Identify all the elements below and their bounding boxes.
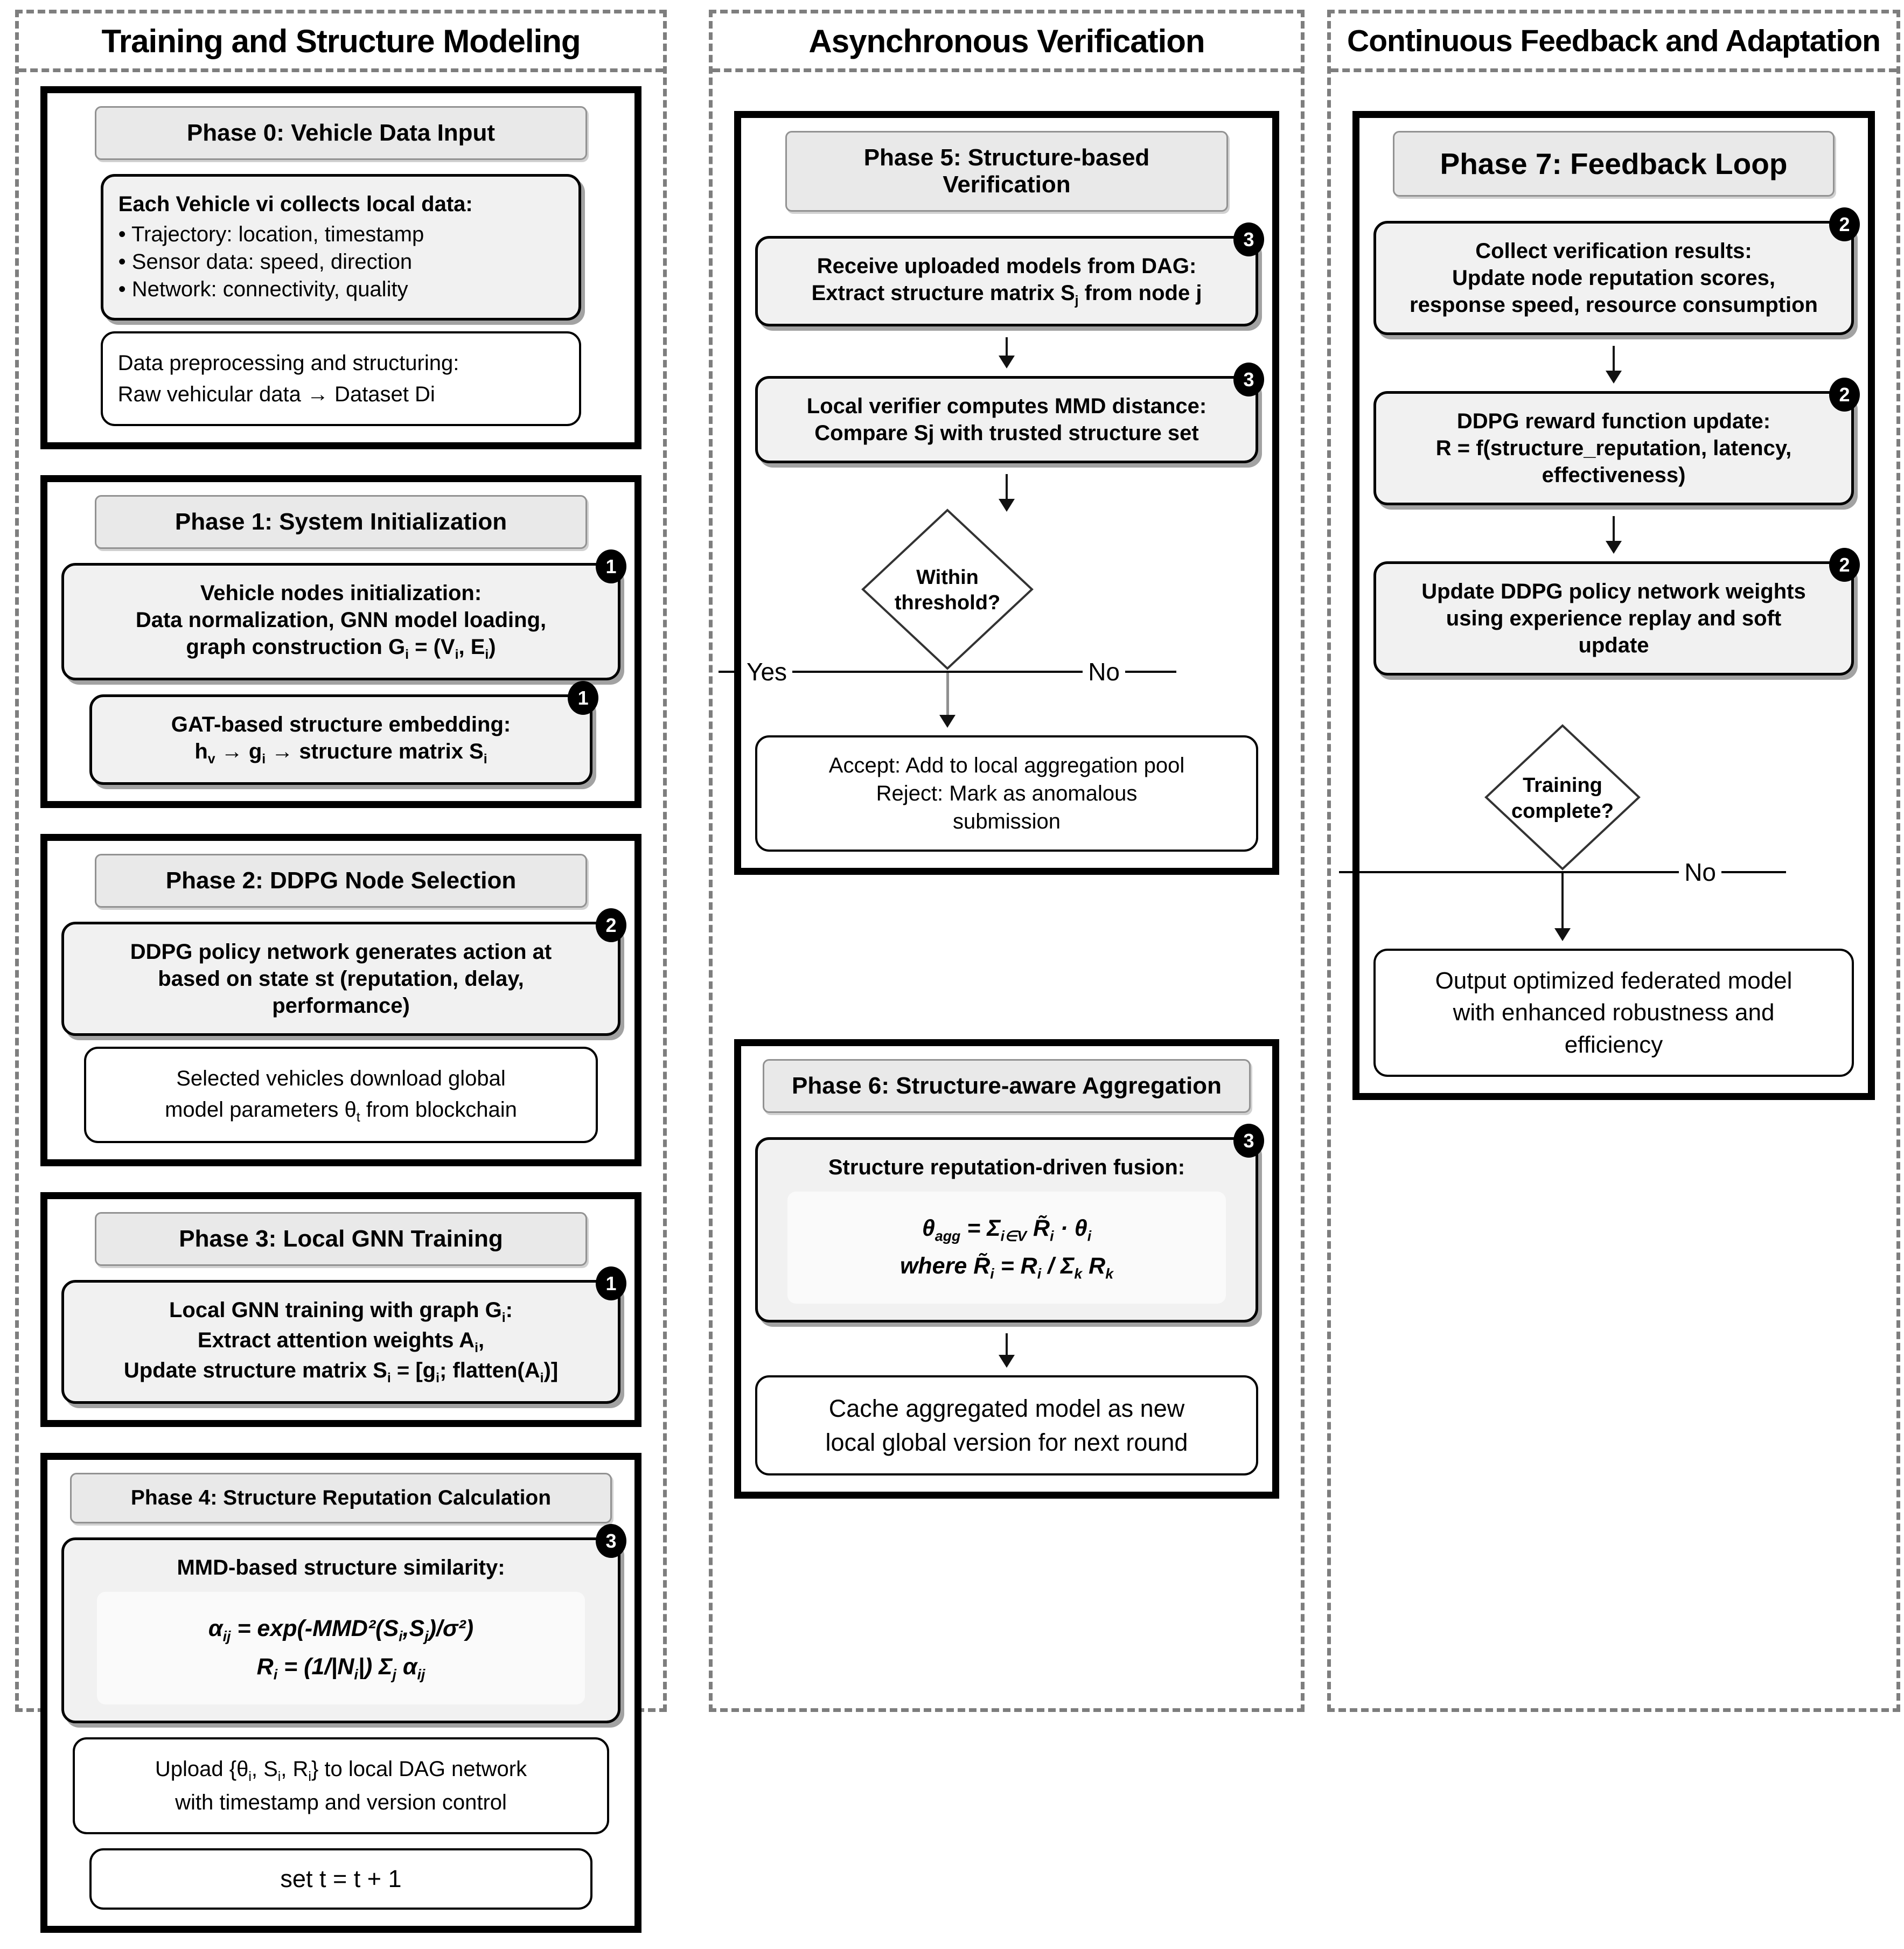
phase4-group: Phase 4: Structure Reputation Calculatio… [40,1453,641,1933]
mmd-similarity-box: 3 MMD-based structure similarity: αij = … [61,1524,626,1723]
ddpg-policy-box: 2 DDPG policy network generates action a… [61,908,626,1036]
gat-embedding-box: 1 GAT-based structure embedding:hv → gi … [89,680,599,785]
within-threshold-decision: Within threshold? Yes No [719,509,1176,725]
reward-update-box: 2 DDPG reward function update:R = f(stru… [1373,378,1860,505]
branch-line: Yes No [719,657,1176,686]
collect-box-title: Each Vehicle vi collects local data: [118,192,473,216]
verify-box-text: Local verifier computes MMD distance:Com… [806,394,1207,445]
bullet-sensor: • Sensor data: speed, direction [118,250,413,274]
verifier-mmd-box: 3 Local verifier computes MMD distance:C… [755,362,1264,463]
arrow-down-icon [1613,516,1615,551]
bullet-trajectory: • Trajectory: location, timestamp [118,222,424,246]
phase1-group: Phase 1: System Initialization 1 Vehicle… [40,475,641,808]
upload-dag-box: Upload {θi, Si, Ri} to local DAG network… [72,1737,610,1834]
fusion-box: 3 Structure reputation-driven fusion: θa… [755,1123,1264,1323]
collect-verification-box: 2 Collect verification results:Update no… [1373,207,1860,335]
receive-box-text: Receive uploaded models from DAG:Extract… [811,254,1202,308]
column-title: Continuous Feedback and Adaptation [1331,13,1896,72]
step-badge: 3 [1233,222,1264,256]
yes-branch-label: Yes [741,657,793,686]
column-asynchronous-verification: Asynchronous Verification Phase 5: Struc… [709,10,1305,1712]
arrow-down-icon [1006,474,1008,509]
arrow-down-icon [1561,873,1564,938]
mmd-formulas: αij = exp(-MMD²(Si,Sj)/σ²)Ri = (1/|Ni|) … [96,1592,585,1704]
phase2-header: Phase 2: DDPG Node Selection [95,853,587,908]
vehicle-nodes-init-box: 1 Vehicle nodes initialization:Data norm… [61,549,626,680]
column-title: Training and Structure Modeling [19,13,663,72]
no-branch-label: No [1679,858,1721,887]
phase2-group: Phase 2: DDPG Node Selection 2 DDPG poli… [40,833,641,1167]
phase5-group: Phase 5: Structure-based Verification 3 … [719,111,1279,875]
phase7-group: Phase 7: Feedback Loop 2 Collect verific… [1339,111,1875,1101]
gat-box-text: GAT-based structure embedding:hv → gi → … [171,712,511,767]
step-badge: 3 [1233,1123,1264,1158]
step-badge: 2 [596,908,626,942]
local-gnn-training-box: 1 Local GNN training with graph Gi:Extra… [61,1266,626,1404]
vehicle-data-collect-box: Each Vehicle vi collects local data: • T… [100,174,582,321]
phase1-header: Phase 1: System Initialization [95,495,587,549]
phase4-header: Phase 4: Structure Reputation Calculatio… [69,1473,612,1524]
branch-line: No [1339,858,1786,887]
arrow-down-icon [946,672,949,725]
column-body: Phase 0: Vehicle Data Input Each Vehicle… [19,72,663,1949]
phase3-group: Phase 3: Local GNN Training 1 Local GNN … [40,1192,641,1428]
phase0-group: Phase 0: Vehicle Data Input Each Vehicle… [40,86,641,449]
decision-label: Training complete? [1511,774,1614,823]
decision-label: Within threshold? [894,566,1001,615]
phase7-header: Phase 7: Feedback Loop [1392,131,1835,197]
column-body: Phase 5: Structure-based Verification 3 … [713,72,1301,1515]
step-badge: 1 [568,680,599,715]
mmd-box-title: MMD-based structure similarity: [177,1556,505,1580]
set-t-box: set t = t + 1 [89,1848,593,1910]
phase5-header: Phase 5: Structure-based Verification [785,131,1228,212]
train-box-text: Local GNN training with graph Gi:Extract… [123,1298,559,1386]
step-badge: 2 [1829,378,1860,412]
bullet-network: • Network: connectivity, quality [118,277,408,302]
arrow-down-icon [1006,1333,1008,1365]
arrow-down-icon [1613,346,1615,380]
collect-results-text: Collect verification results:Update node… [1410,239,1818,317]
phase6-group: Phase 6: Structure-aware Aggregation 3 S… [734,1039,1279,1499]
phase0-header: Phase 0: Vehicle Data Input [95,106,587,160]
phase6-header: Phase 6: Structure-aware Aggregation [763,1059,1251,1113]
step-badge: 3 [1233,362,1264,396]
init-box-text: Vehicle nodes initialization:Data normal… [135,581,547,662]
phase3-header: Phase 3: Local GNN Training [95,1212,587,1266]
fusion-box-title: Structure reputation-driven fusion: [828,1155,1185,1179]
receive-models-box: 3 Receive uploaded models from DAG:Extra… [755,222,1264,326]
no-branch-label: No [1083,657,1125,686]
collect-box-bullets: • Trajectory: location, timestamp • Sens… [118,221,564,304]
arrow-down-icon [1006,337,1008,365]
step-badge: 1 [596,1266,626,1301]
step-badge: 1 [596,549,626,583]
column-training-structure-modeling: Training and Structure Modeling Phase 0:… [15,10,667,1933]
step-badge: 2 [1829,548,1860,582]
training-complete-decision: Training complete? No [1339,724,1786,938]
column-continuous-feedback-adaptation: Continuous Feedback and Adaptation Phase… [1327,10,1900,1712]
decision-diamond-icon: Training complete? [1484,724,1641,873]
reward-box-text: DDPG reward function update:R = f(struct… [1435,409,1792,487]
data-preprocessing-box: Data preprocessing and structuring:Raw v… [100,331,582,426]
column-body: Phase 7: Feedback Loop 2 Collect verific… [1331,72,1896,1116]
decision-diamond-icon: Within threshold? [861,509,1034,673]
step-badge: 2 [1829,207,1860,241]
step-badge: 3 [596,1524,626,1558]
column-title: Asynchronous Verification [713,13,1301,72]
